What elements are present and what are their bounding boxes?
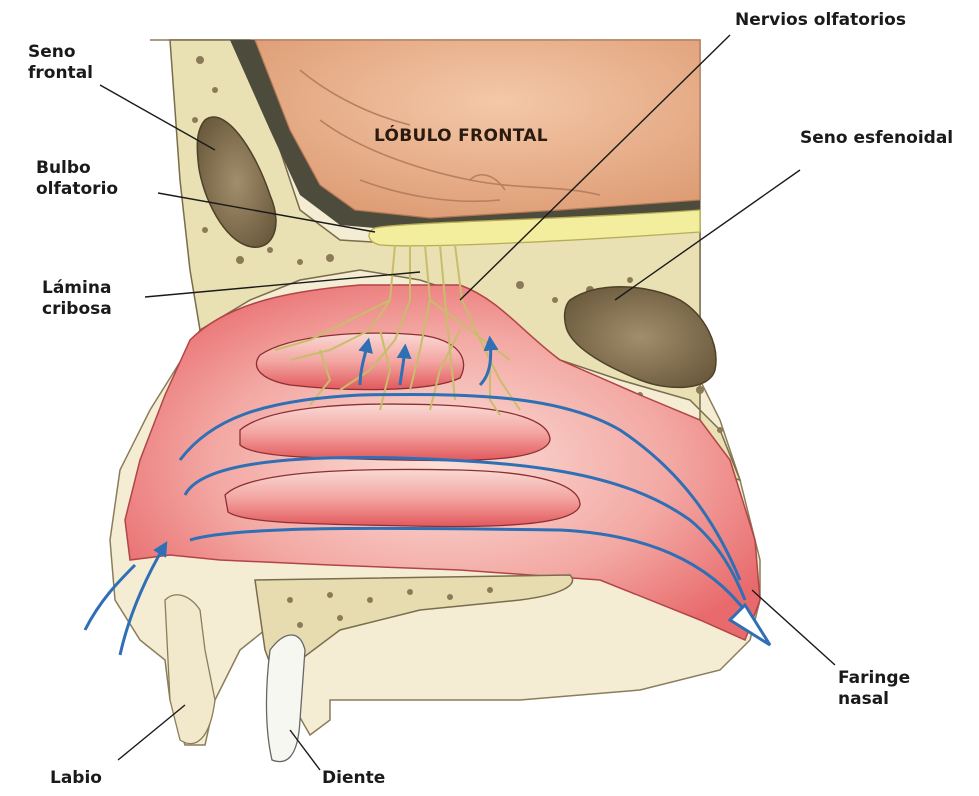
label-seno-frontal: Seno frontal — [28, 42, 93, 84]
label-nervios-olfatorios: Nervios olfatorios — [735, 10, 906, 31]
middle-turbinate — [240, 404, 550, 461]
label-faringe-nasal: Faringe nasal — [838, 668, 910, 710]
label-lamina-cribosa: Lámina cribosa — [42, 278, 112, 320]
label-diente: Diente — [322, 768, 385, 789]
label-seno-esfenoidal: Seno esfenoidal — [800, 128, 953, 149]
label-bulbo-olfatorio: Bulbo olfatorio — [36, 158, 118, 200]
label-lobulo-frontal: LÓBULO FRONTAL — [374, 126, 548, 146]
inferior-turbinate — [225, 469, 580, 526]
label-labio: Labio — [50, 768, 102, 789]
